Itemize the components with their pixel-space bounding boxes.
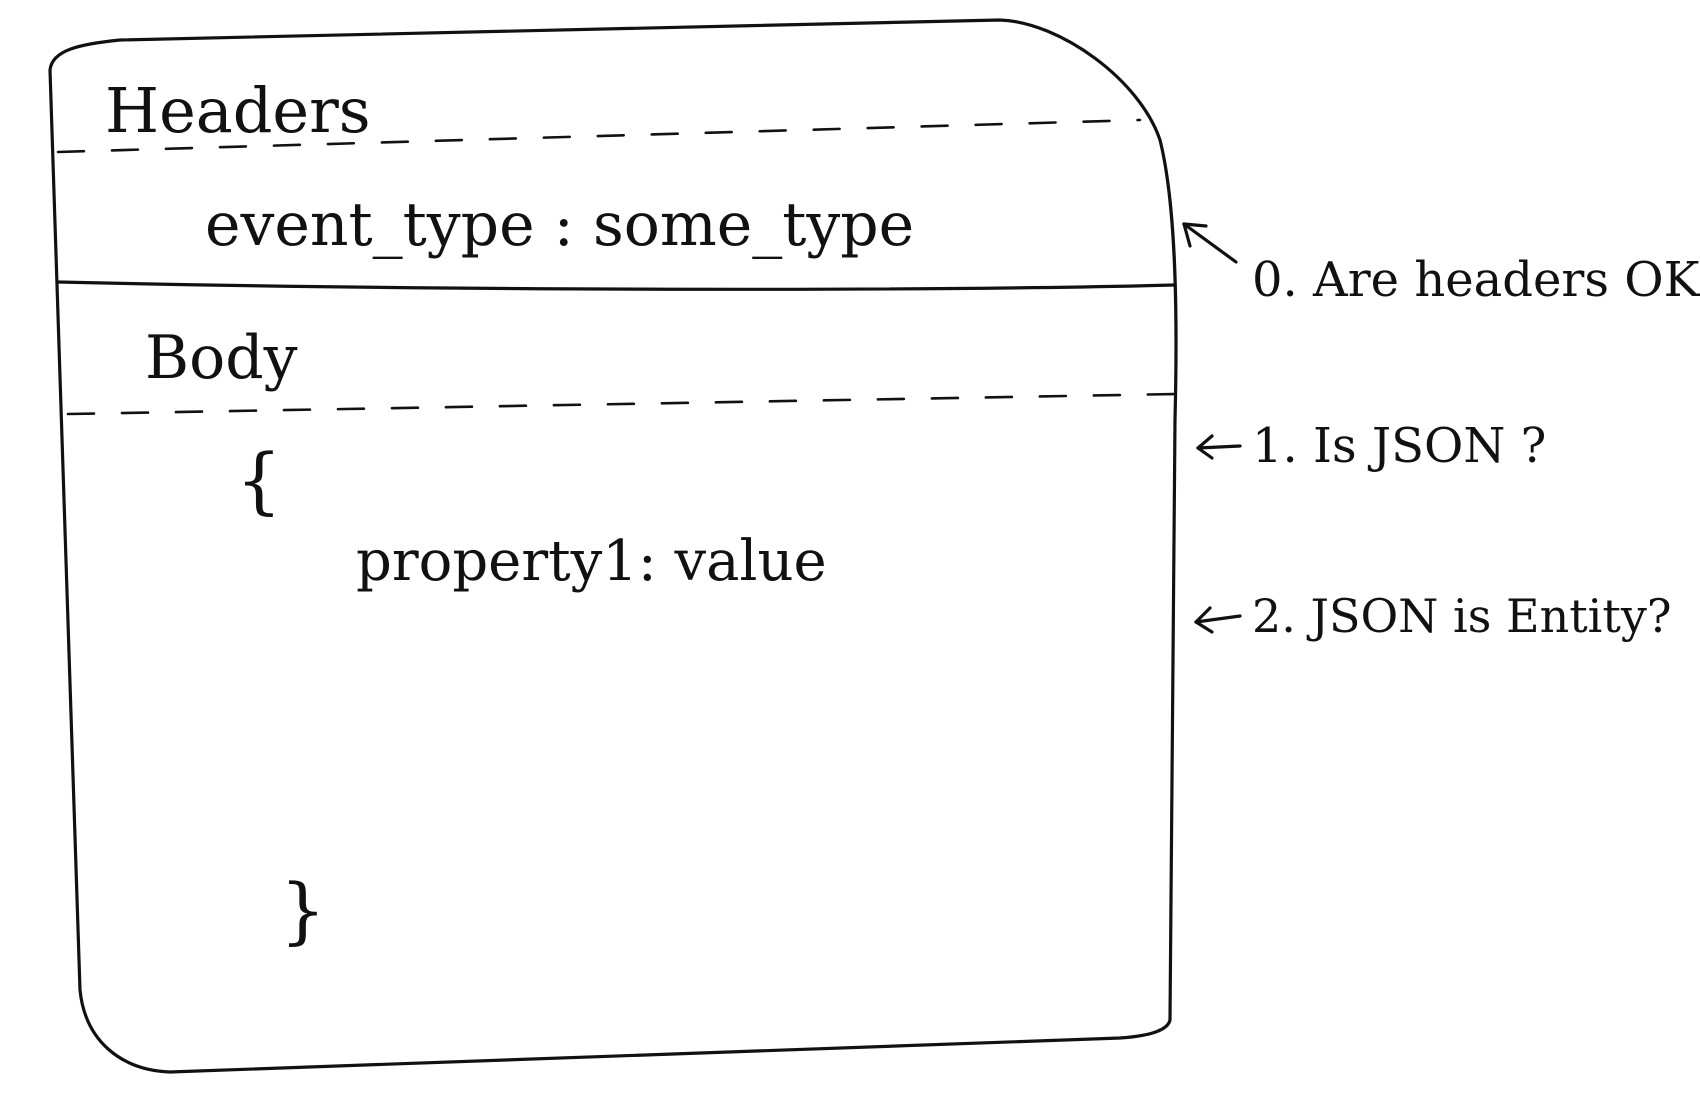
headers-dashed-separator [56, 118, 1142, 154]
header-event-type-line: event_type : some_type [205, 190, 914, 260]
json-open-brace: { [236, 438, 282, 522]
check-2-arrow-icon [1194, 606, 1242, 634]
check-2-label: 2. JSON is Entity? [1252, 589, 1672, 643]
json-close-brace: } [280, 868, 326, 952]
check-1-arrow-icon [1196, 434, 1242, 460]
check-1-label: 1. Is JSON ? [1252, 418, 1546, 474]
body-label: Body [145, 323, 298, 393]
json-property-line: property1: value [356, 529, 827, 594]
check-0-arrow-icon [1182, 222, 1238, 264]
check-0-label: 0. Are headers OK? [1252, 252, 1700, 308]
body-dashed-separator [66, 392, 1178, 416]
headers-label: Headers [105, 74, 371, 147]
headers-body-divider [56, 280, 1176, 291]
message-box-outline [48, 18, 1178, 1074]
